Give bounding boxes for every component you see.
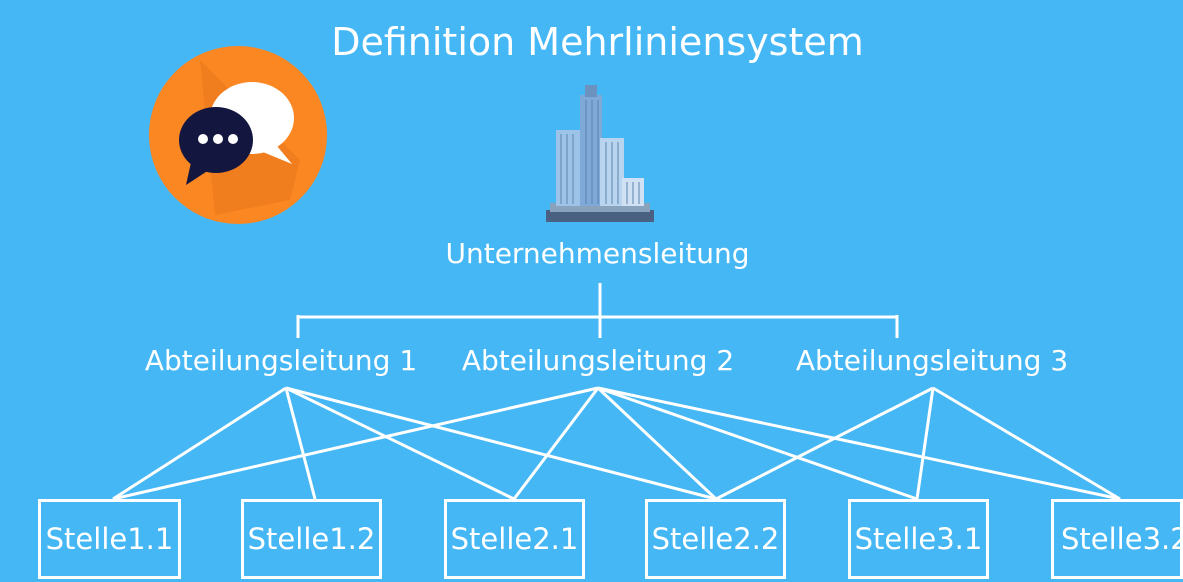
office-buildings-icon: [546, 85, 654, 222]
page-title: Definition Mehrliniensystem: [331, 20, 864, 64]
root-node-label: Unternehmensleitung: [445, 237, 750, 270]
connector-line: [285, 386, 717, 501]
position-node-stelle-3-2: Stelle3.2: [1051, 499, 1183, 579]
connector-line: [512, 387, 600, 500]
connector-line: [112, 386, 599, 501]
connector-line: [284, 387, 317, 500]
position-node-stelle-1-2: Stelle1.2: [241, 499, 382, 579]
department-node-2: Abteilungsleitung 2: [461, 344, 735, 377]
position-node-stelle-2-1: Stelle2.1: [444, 499, 585, 579]
connector-line: [715, 386, 934, 501]
connector-line: [915, 387, 935, 500]
connector-line: [112, 386, 287, 501]
position-node-stelle-1-1: Stelle1.1: [38, 499, 181, 579]
department-node-1: Abteilungsleitung 1: [144, 344, 418, 377]
position-node-stelle-3-1: Stelle3.1: [848, 499, 989, 579]
connector-line: [932, 386, 1121, 501]
position-node-stelle-2-2: Stelle2.2: [645, 499, 786, 579]
chat-bubbles-icon: [149, 46, 327, 224]
connector-line: [596, 386, 718, 501]
connector-line: [285, 386, 515, 501]
department-node-3: Abteilungsleitung 3: [795, 344, 1069, 377]
connector-line: [597, 386, 1121, 501]
connector-line: [597, 386, 918, 501]
